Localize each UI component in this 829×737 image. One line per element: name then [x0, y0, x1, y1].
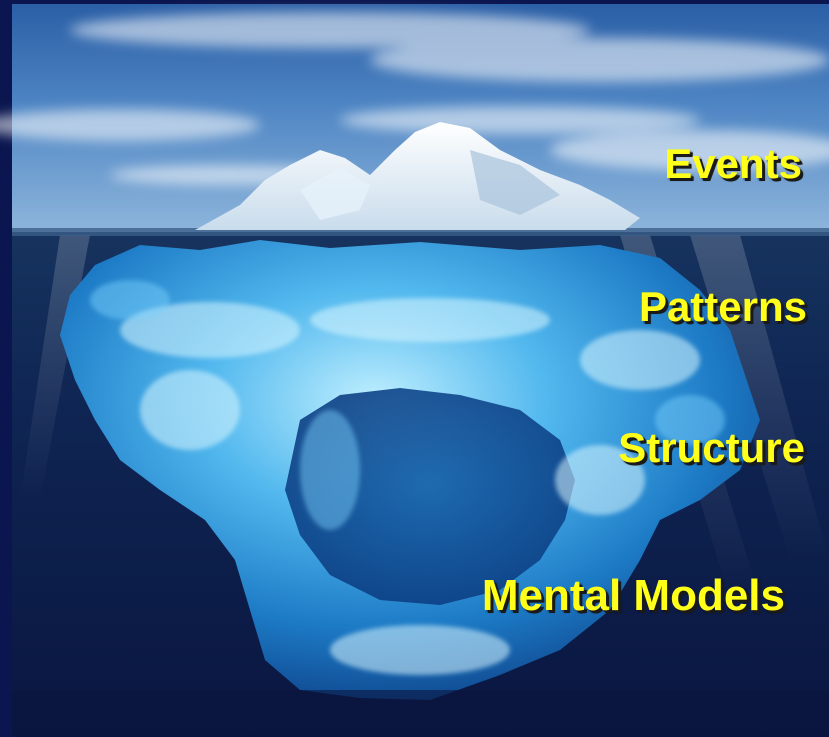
patterns-label: Patterns [638, 283, 807, 330]
mental-models-label: Mental Models [481, 571, 785, 620]
events-label: Events [664, 140, 802, 187]
structure-label: Structure [618, 424, 805, 471]
